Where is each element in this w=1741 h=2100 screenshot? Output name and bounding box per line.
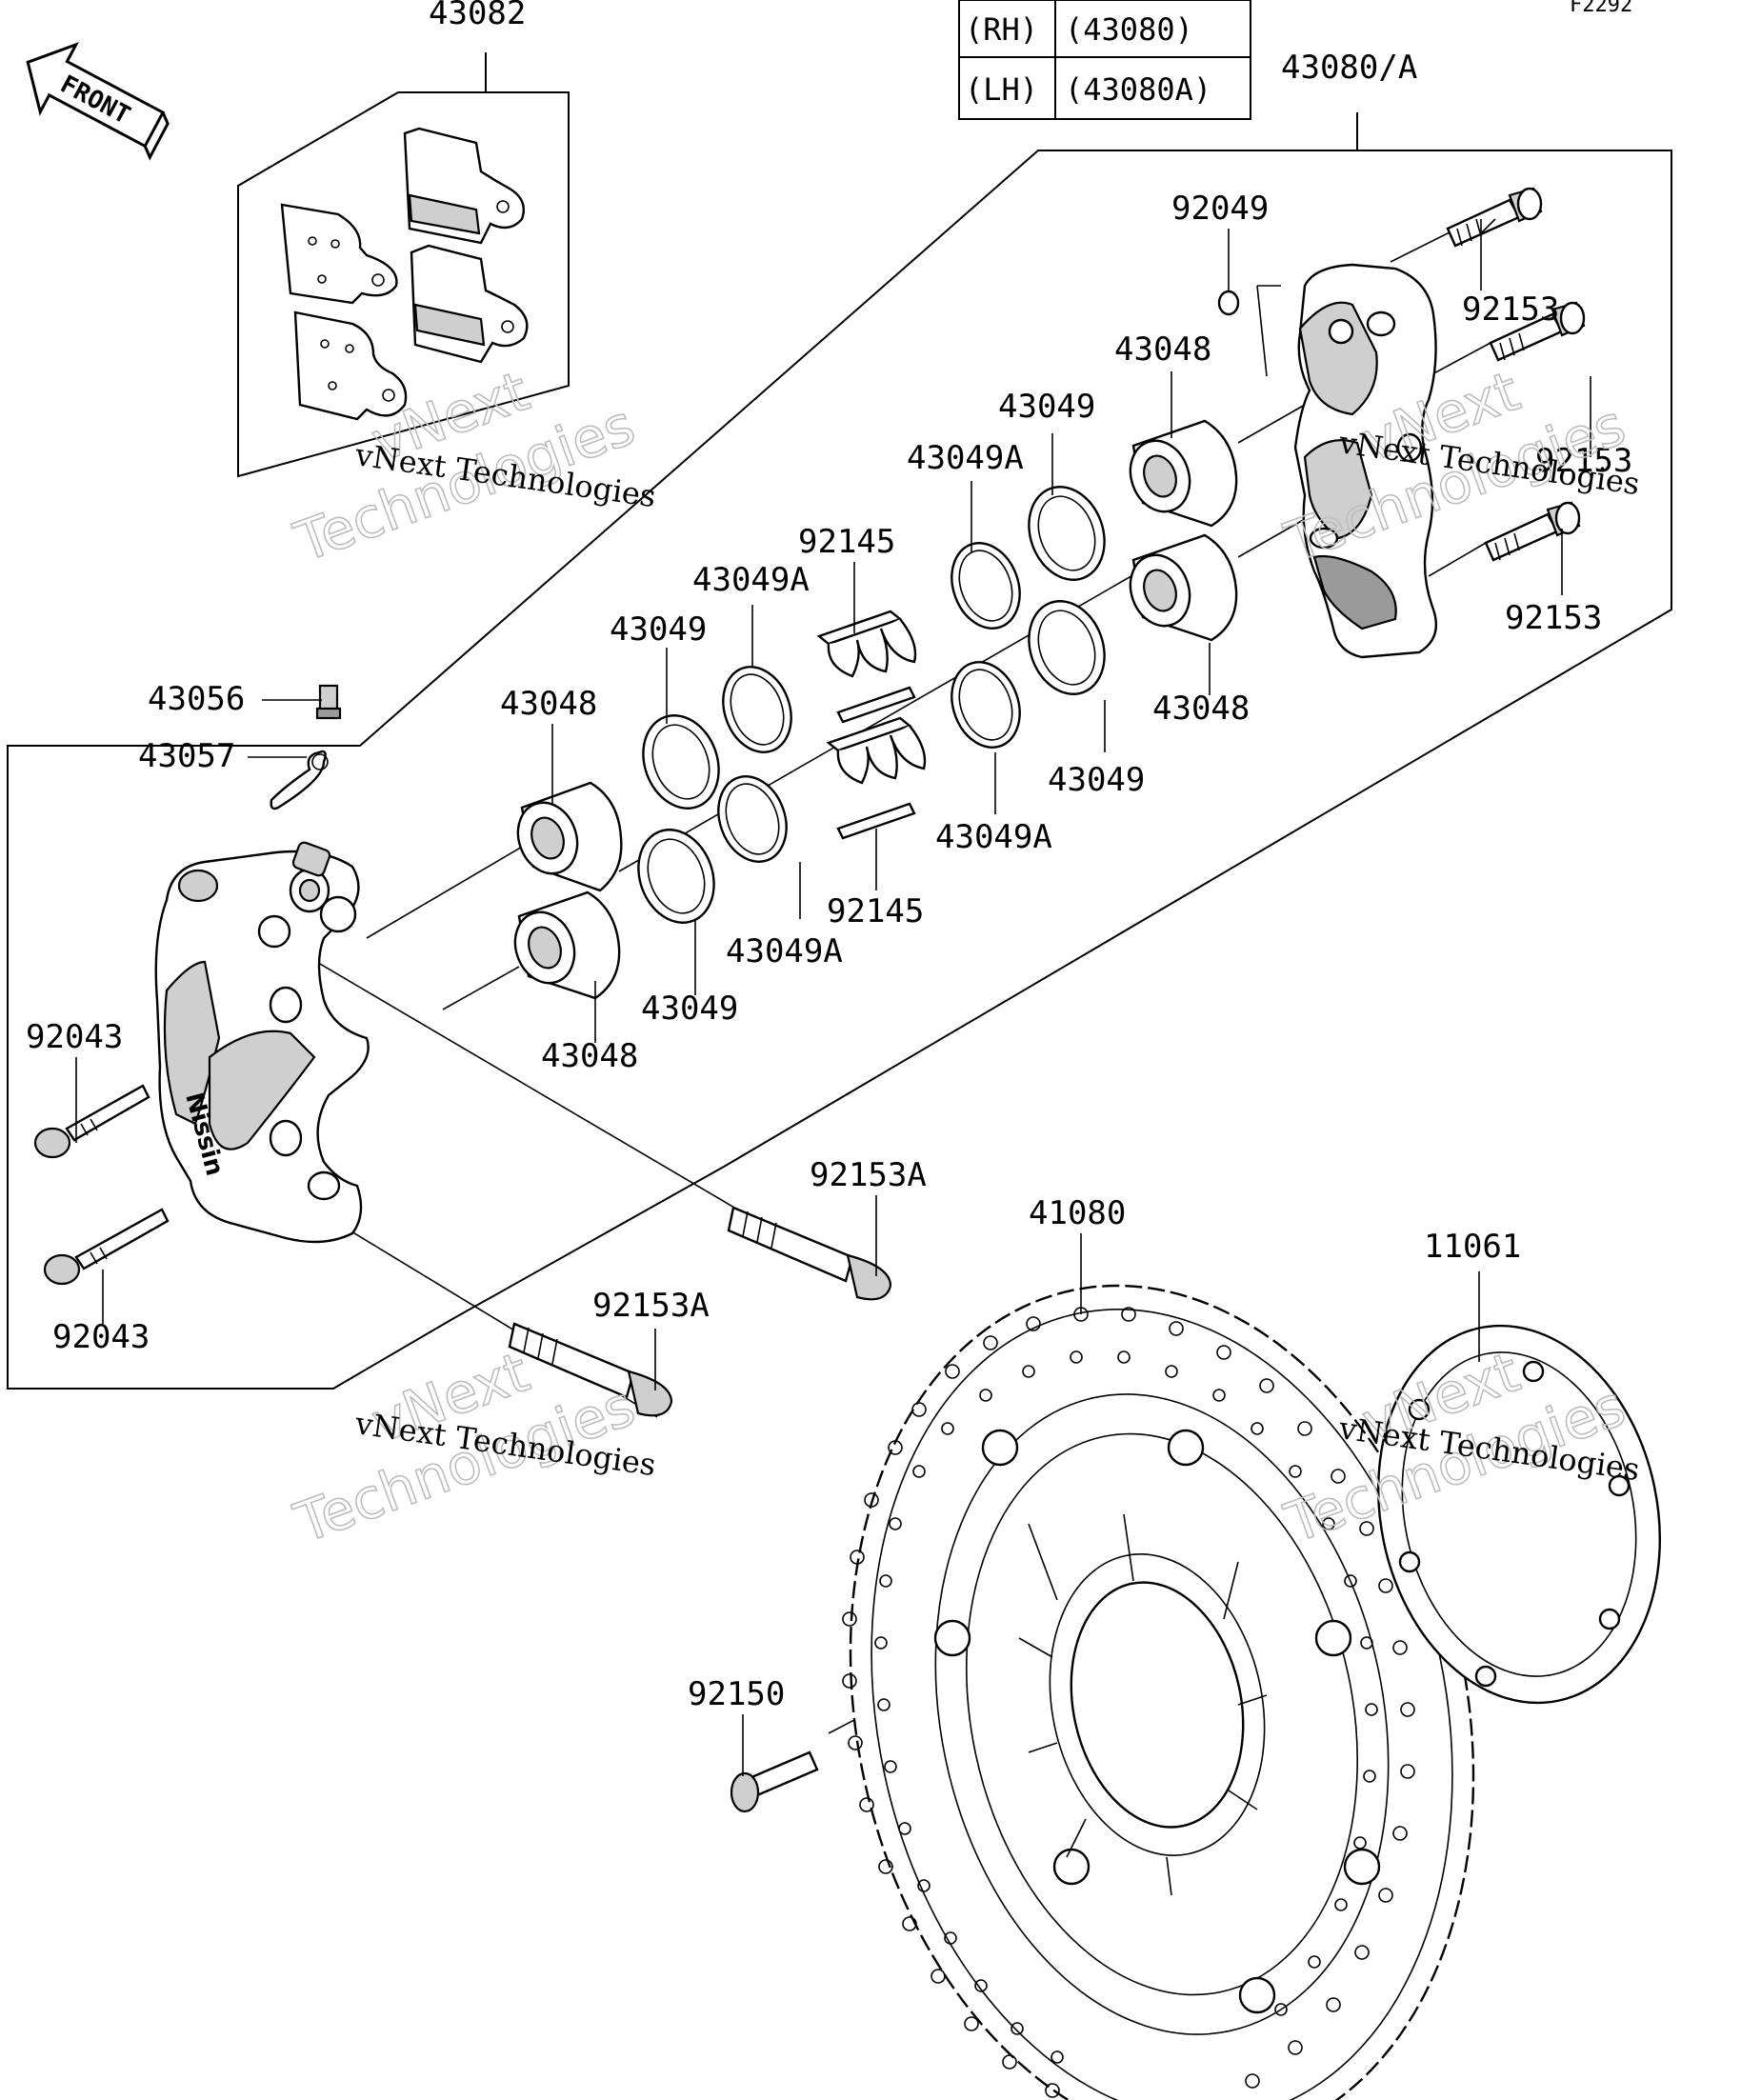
label-43049-top: 43049 bbox=[998, 388, 1095, 426]
label-43048-mid: 43048 bbox=[500, 685, 597, 723]
label-43049-right: 43049 bbox=[1048, 761, 1145, 799]
caliper-bolt-icon bbox=[1484, 501, 1581, 562]
label-92145-bot: 92145 bbox=[827, 892, 924, 930]
caliper-bolt-icon bbox=[43, 1208, 170, 1286]
label-43080A: 43080/A bbox=[1281, 49, 1417, 87]
label-43049A-mid: 43049A bbox=[692, 561, 810, 599]
brake-pad-icon bbox=[403, 127, 526, 245]
label-43048-right: 43048 bbox=[1152, 690, 1250, 728]
seal-rings bbox=[637, 486, 1106, 924]
piston-icon bbox=[1129, 533, 1238, 642]
brake-pad-icon bbox=[293, 310, 408, 421]
mount-bolt-icon bbox=[727, 1206, 892, 1301]
pad-spring-icon bbox=[826, 716, 927, 840]
label-92150: 92150 bbox=[688, 1675, 785, 1713]
label-92043-bot: 92043 bbox=[52, 1318, 150, 1356]
label-92043-top: 92043 bbox=[26, 1018, 123, 1056]
label-92153-b: 92153 bbox=[1535, 442, 1632, 480]
table-side-rh: (RH) bbox=[965, 11, 1038, 48]
label-92153-a: 92153 bbox=[1462, 290, 1559, 329]
label-11061: 11061 bbox=[1424, 1228, 1521, 1266]
label-92153-c: 92153 bbox=[1505, 599, 1602, 637]
label-43049A-top: 43049A bbox=[907, 439, 1024, 477]
piston-icon bbox=[1129, 419, 1238, 528]
bleeder-cap-icon bbox=[270, 750, 329, 810]
brake-pad-icon bbox=[410, 244, 529, 364]
label-43049A-right: 43049A bbox=[935, 818, 1052, 856]
front-arrow-icon: FRONT bbox=[26, 42, 170, 161]
variant-table: (RH) (43080) (LH) (43080A) bbox=[958, 0, 1251, 120]
label-43048-top: 43048 bbox=[1114, 330, 1211, 369]
brake-pad-set bbox=[237, 52, 570, 478]
part-labels: 43082 43080/A 92049 92153 92153 92153 43… bbox=[26, 0, 1632, 1713]
piston-icon bbox=[516, 781, 623, 892]
pad-spring-icon bbox=[816, 610, 917, 724]
brake-disc-icon bbox=[842, 1284, 1475, 2100]
diagram-code: F2292 bbox=[1570, 0, 1632, 17]
label-43049-bot: 43049 bbox=[641, 990, 738, 1028]
gasket-icon bbox=[1376, 1324, 1662, 1705]
label-43049-mid: 43049 bbox=[610, 610, 707, 649]
disc-perforations bbox=[842, 1307, 1415, 2098]
left-caliper-icon: Nissin bbox=[154, 841, 370, 1244]
label-92049: 92049 bbox=[1171, 190, 1269, 228]
caliper-bolt-icon bbox=[1446, 187, 1543, 248]
table-side-lh: (LH) bbox=[965, 71, 1038, 108]
label-92145-top: 92145 bbox=[798, 523, 895, 561]
table-part-lh: (43080A) bbox=[1065, 71, 1211, 108]
watermark: vNext Technologies vNext Technologies bbox=[286, 1339, 658, 1557]
mount-bolt-icon bbox=[508, 1322, 673, 1417]
label-43057: 43057 bbox=[138, 737, 235, 775]
bleeder-valve-icon bbox=[315, 684, 342, 720]
disc-bolt-icon bbox=[730, 1750, 819, 1813]
table-part-rh: (43080) bbox=[1065, 11, 1193, 48]
label-92153A-a: 92153A bbox=[810, 1156, 927, 1194]
caliper-assembly-frame bbox=[7, 150, 1672, 1390]
label-43056: 43056 bbox=[148, 680, 245, 718]
label-41080: 41080 bbox=[1029, 1194, 1126, 1232]
label-92153A-b: 92153A bbox=[592, 1287, 710, 1325]
right-caliper-icon bbox=[1293, 263, 1438, 659]
piston-icon bbox=[513, 890, 621, 1000]
brake-pad-icon bbox=[280, 203, 398, 305]
label-43049A-bot: 43049A bbox=[726, 932, 843, 970]
label-43082: 43082 bbox=[429, 0, 526, 32]
caliper-bolt-icon bbox=[33, 1084, 150, 1159]
label-43048-bot: 43048 bbox=[541, 1037, 638, 1075]
leader-lines bbox=[75, 218, 1591, 1776]
washer-icon bbox=[1217, 290, 1240, 316]
caliper-bolt-icon bbox=[1489, 301, 1586, 362]
